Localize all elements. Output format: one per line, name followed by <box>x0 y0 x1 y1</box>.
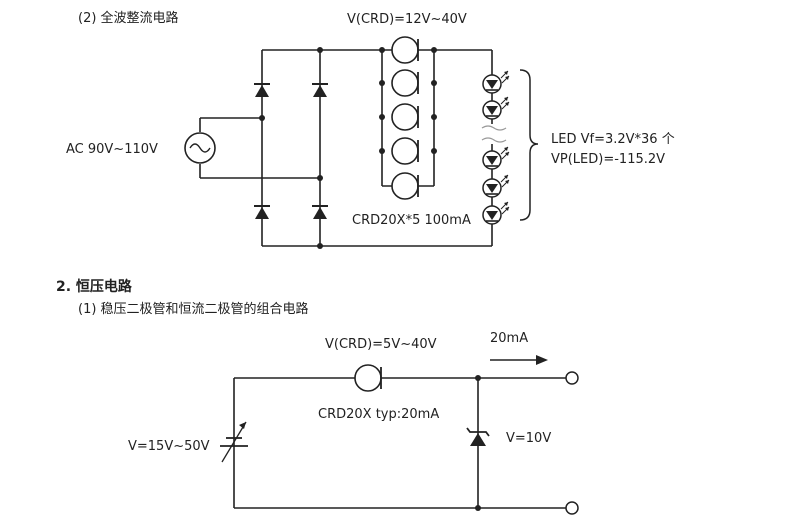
section2-subtitle: (1) 稳压二极管和恒流二极管的组合电路 <box>78 302 309 317</box>
crd-3 <box>391 103 419 131</box>
led-4 <box>482 174 510 198</box>
bridge-diode-3 <box>253 205 271 220</box>
section1-subtitle: (2) 全波整流电路 <box>78 11 179 26</box>
zener-diode <box>466 427 490 446</box>
crd-array-label: CRD20X*5 100mA <box>352 213 471 228</box>
break-mark-bottom <box>481 137 507 143</box>
crd-4 <box>391 137 419 165</box>
output-current-label: 20mA <box>490 331 529 346</box>
bridge-diode-4 <box>311 205 329 220</box>
led-vf-label: LED Vf=3.2V*36 个 <box>551 132 675 147</box>
crd-2 <box>391 69 419 97</box>
led-5 <box>482 201 510 225</box>
ac-source-icon <box>184 132 216 164</box>
crd-typ-label: CRD20X typ:20mA <box>318 407 440 422</box>
input-voltage-label: V=15V~50V <box>128 439 210 454</box>
led-1 <box>482 70 510 94</box>
led-group-brace <box>519 69 539 221</box>
zener-voltage-label: V=10V <box>506 431 552 446</box>
crd-5 <box>391 172 419 200</box>
full-wave-rectifier-circuit <box>184 36 539 249</box>
break-mark-top <box>481 125 507 131</box>
variable-dc-source <box>220 421 248 463</box>
output-terminal-top <box>565 371 579 385</box>
led-3 <box>482 146 510 170</box>
led-vp-label: VP(LED)=-115.2V <box>551 152 666 167</box>
bridge-diode-1 <box>253 83 271 98</box>
crd-voltage-label: V(CRD)=12V~40V <box>347 12 467 27</box>
bridge-diode-2 <box>311 83 329 98</box>
crd-single <box>354 364 382 392</box>
section2-heading: 2. 恒压电路 <box>56 279 132 295</box>
constant-voltage-circuit <box>220 355 579 515</box>
led-2 <box>482 96 510 120</box>
crd-voltage-label-2: V(CRD)=5V~40V <box>325 337 437 352</box>
output-terminal-bottom <box>565 501 579 515</box>
crd-1 <box>391 36 419 64</box>
ac-voltage-label: AC 90V~110V <box>66 142 158 157</box>
